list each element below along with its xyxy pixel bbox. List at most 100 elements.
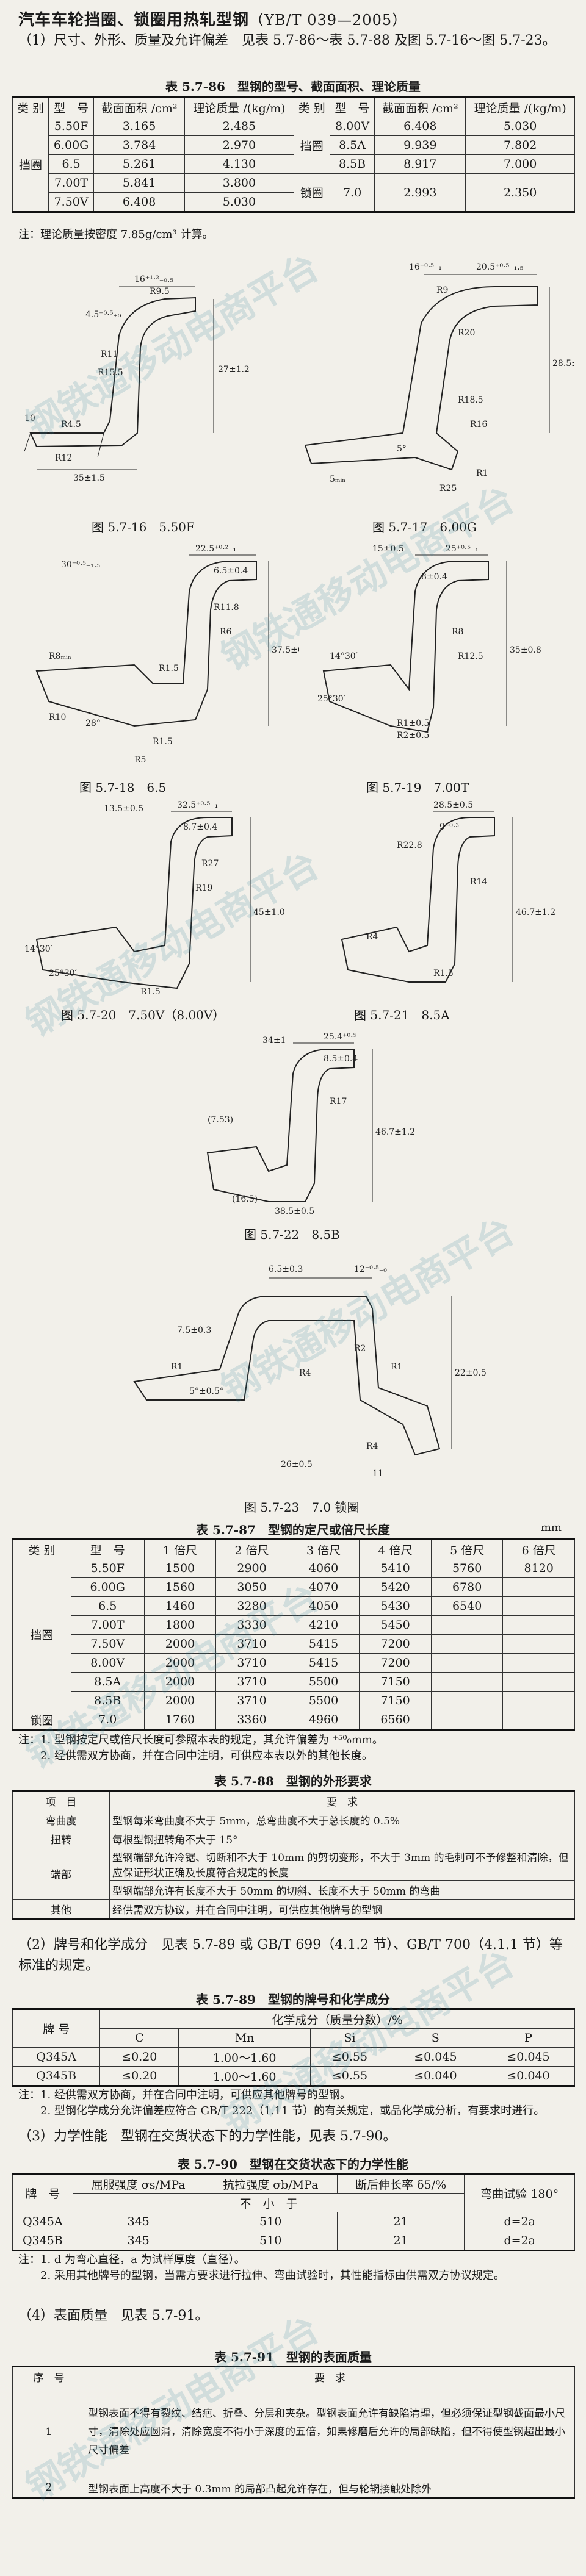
- svg-text:5ₘᵢₙ: 5ₘᵢₙ: [330, 475, 345, 484]
- svg-text:8.5±0.4: 8.5±0.4: [324, 1054, 358, 1064]
- profile-7-50v-drawing: 13.5±0.5 32.5⁺⁰·⁵₋₁ 8.7±0.4 R27 R19 45±1…: [24, 800, 285, 997]
- table-header-row: 序 号 要 求: [12, 2366, 575, 2386]
- svg-text:R9: R9: [436, 285, 448, 295]
- profile-8-5a-drawing: 28.5±0.5 9⁻⁰·³ R22.8 R14 46.7±1.2 R4 R1.…: [341, 800, 555, 983]
- svg-text:32.5⁺⁰·⁵₋₁: 32.5⁺⁰·⁵₋₁: [177, 800, 218, 810]
- svg-text:R9.5: R9.5: [150, 287, 170, 296]
- svg-text:8±0.4: 8±0.4: [421, 572, 447, 582]
- svg-text:(7.53): (7.53): [208, 1115, 233, 1125]
- svg-text:7.5±0.3: 7.5±0.3: [177, 1326, 211, 1335]
- svg-text:R4: R4: [299, 1368, 311, 1378]
- svg-text:28°: 28°: [85, 719, 101, 728]
- figure-17-caption: 图 5.7-17 6.00G: [372, 520, 477, 534]
- svg-text:R1: R1: [391, 1362, 402, 1372]
- svg-text:R8: R8: [452, 627, 463, 637]
- svg-text:R1.5: R1.5: [159, 664, 179, 673]
- svg-text:22.5⁺⁰·²₋₁: 22.5⁺⁰·²₋₁: [195, 544, 236, 554]
- svg-text:11: 11: [372, 1469, 383, 1479]
- svg-text:5°: 5°: [397, 444, 407, 454]
- table-89-caption: 表 5.7-89 型钢的牌号和化学成分: [196, 1992, 390, 2007]
- svg-text:R10: R10: [49, 712, 66, 722]
- svg-text:R11: R11: [101, 350, 118, 359]
- table-90: 牌 号 屈服强度 σs/MPa 抗拉强度 σb/MPa 断后伸长率 δ5/% 弯…: [12, 2173, 575, 2251]
- svg-text:37.5±0.8: 37.5±0.8: [272, 645, 299, 655]
- table-90-note-2: 2. 采用其他牌号的型钢，当需方要求进行拉伸、弯曲试验时，其性能指标由供需双方协…: [18, 2269, 505, 2282]
- profile-5-50f-drawing: 16⁺¹·²₋₀.₅ R9.5 4.5⁻⁰·⁵₊₀ R11 R15.5 27±1…: [24, 274, 250, 483]
- svg-text:R1.5: R1.5: [140, 987, 161, 997]
- profile-6-5-drawing: 22.5⁺⁰·²₋₁ 30⁺⁰·⁵₋₁.₅ 6.5±0.4 R11.8 R6 3…: [35, 544, 299, 765]
- svg-text:35±0.8: 35±0.8: [510, 645, 541, 655]
- svg-text:25°30′: 25°30′: [317, 694, 345, 704]
- svg-text:R15.5: R15.5: [98, 368, 123, 378]
- svg-text:25⁺⁰·⁵₋₁: 25⁺⁰·⁵₋₁: [446, 544, 479, 554]
- profile-7-0-lock-ring-drawing: 6.5±0.3 12⁺⁰·⁵₋₀ 7.5±0.3 R1 5°±0.5° R4 R…: [133, 1265, 487, 1479]
- svg-text:R25: R25: [440, 484, 457, 493]
- svg-text:27±1.2: 27±1.2: [218, 365, 250, 375]
- svg-text:R12.5: R12.5: [458, 651, 483, 661]
- table-86: 类 别 型 号 截面面积 /cm² 理论质量 /(kg/m) 类 别 型 号 截…: [12, 96, 575, 213]
- svg-text:10: 10: [24, 414, 35, 423]
- svg-text:9⁻⁰·³: 9⁻⁰·³: [440, 822, 459, 832]
- svg-text:5°±0.5°: 5°±0.5°: [189, 1387, 224, 1396]
- figure-21-caption: 图 5.7-21 8.5A: [354, 1008, 450, 1022]
- svg-text:22±0.5: 22±0.5: [455, 1368, 487, 1378]
- figure-16-caption: 图 5.7-16 5.50F: [92, 520, 195, 534]
- figure-5-7-18: 22.5⁺⁰·²₋₁ 30⁺⁰·⁵₋₁.₅ 6.5±0.4 R11.8 R6 3…: [12, 543, 299, 775]
- svg-text:4.5⁻⁰·⁵₊₀: 4.5⁻⁰·⁵₊₀: [85, 310, 121, 320]
- figure-5-7-21: 28.5±0.5 9⁻⁰·³ R22.8 R14 46.7±1.2 R4 R1.…: [317, 799, 574, 1000]
- figure-5-7-22: 34±1 25.4⁺⁰·⁵ 8.5±0.4 R17 46.7±1.2 (7.53…: [171, 1031, 427, 1220]
- table-row: 其他经供需双方协议，并在合同中注明，可供应其他牌号的型钢: [12, 1899, 575, 1919]
- svg-text:R20: R20: [458, 328, 475, 338]
- figure-5-7-19: 15±0.5 25⁺⁰·⁵₋₁ 8±0.4 R8 R12.5 35±0.8 14…: [305, 543, 574, 775]
- svg-text:R14: R14: [470, 877, 487, 887]
- svg-text:20.5⁺⁰·⁵₋₁.₅: 20.5⁺⁰·⁵₋₁.₅: [476, 262, 524, 272]
- svg-text:35±1.5: 35±1.5: [73, 473, 105, 483]
- table-90-note-1: 注：1. d 为弯心直径，a 为试样厚度（直径）。: [18, 2253, 245, 2266]
- svg-text:R12: R12: [55, 453, 72, 463]
- svg-text:25°30′: 25°30′: [49, 969, 77, 978]
- table-header-row: 牌 号 化学成分（质量分数）/%: [12, 2009, 575, 2048]
- svg-text:R1: R1: [171, 1362, 183, 1372]
- figure-5-7-16: 16⁺¹·²₋₀.₅ R9.5 4.5⁻⁰·⁵₊₀ R11 R15.5 27±1…: [12, 250, 281, 512]
- figure-5-7-23: 6.5±0.3 12⁺⁰·⁵₋₀ 7.5±0.3 R1 5°±0.5° R4 R…: [98, 1247, 488, 1491]
- figure-18-caption: 图 5.7-18 6.5: [79, 780, 167, 795]
- svg-text:30⁺⁰·⁵₋₁.₅: 30⁺⁰·⁵₋₁.₅: [61, 560, 100, 570]
- svg-text:34±1: 34±1: [262, 1036, 286, 1046]
- profile-8-5b-drawing: 34±1 25.4⁺⁰·⁵ 8.5±0.4 R17 46.7±1.2 (7.53…: [206, 1032, 415, 1216]
- svg-text:8.7±0.4: 8.7±0.4: [183, 822, 217, 832]
- table-87-note-1: 注：1. 型钢按定尺或倍尺长度可参照本表的规定，其允许偏差为 ⁺⁵⁰₀mm。: [18, 1734, 383, 1746]
- figure-23-caption: 图 5.7-23 7.0 锁圈: [244, 1500, 360, 1515]
- figure-22-caption: 图 5.7-22 8.5B: [244, 1227, 340, 1242]
- svg-text:6.5±0.4: 6.5±0.4: [214, 566, 248, 576]
- table-87-caption: 表 5.7-87 型钢的定尺或倍尺长度: [196, 1523, 390, 1537]
- svg-text:46.7±1.2: 46.7±1.2: [516, 908, 555, 917]
- svg-text:R5: R5: [134, 755, 146, 765]
- table-86-caption: 表 5.7-86 型钢的型号、截面面积、理论质量: [165, 79, 421, 94]
- svg-text:R16: R16: [470, 420, 487, 429]
- table-90-caption: 表 5.7-90 型钢在交货状态下的力学性能: [178, 2157, 408, 2172]
- figure-20-caption: 图 5.7-20 7.50V（8.00V）: [61, 1008, 225, 1022]
- table-89-note-1: 注：1. 经供需双方协商，并在合同中注明，可供应其他牌号的型钢。: [18, 2089, 351, 2101]
- svg-text:R1.5: R1.5: [433, 969, 454, 978]
- table-header-row: 类 别 型 号 截面面积 /cm² 理论质量 /(kg/m) 类 别 型 号 截…: [12, 97, 575, 117]
- profile-6-00g-drawing: 16⁺⁰·⁵₋₁ 20.5⁺⁰·⁵₋₁.₅ R9 R20 28.5±0.4 R1…: [304, 262, 574, 493]
